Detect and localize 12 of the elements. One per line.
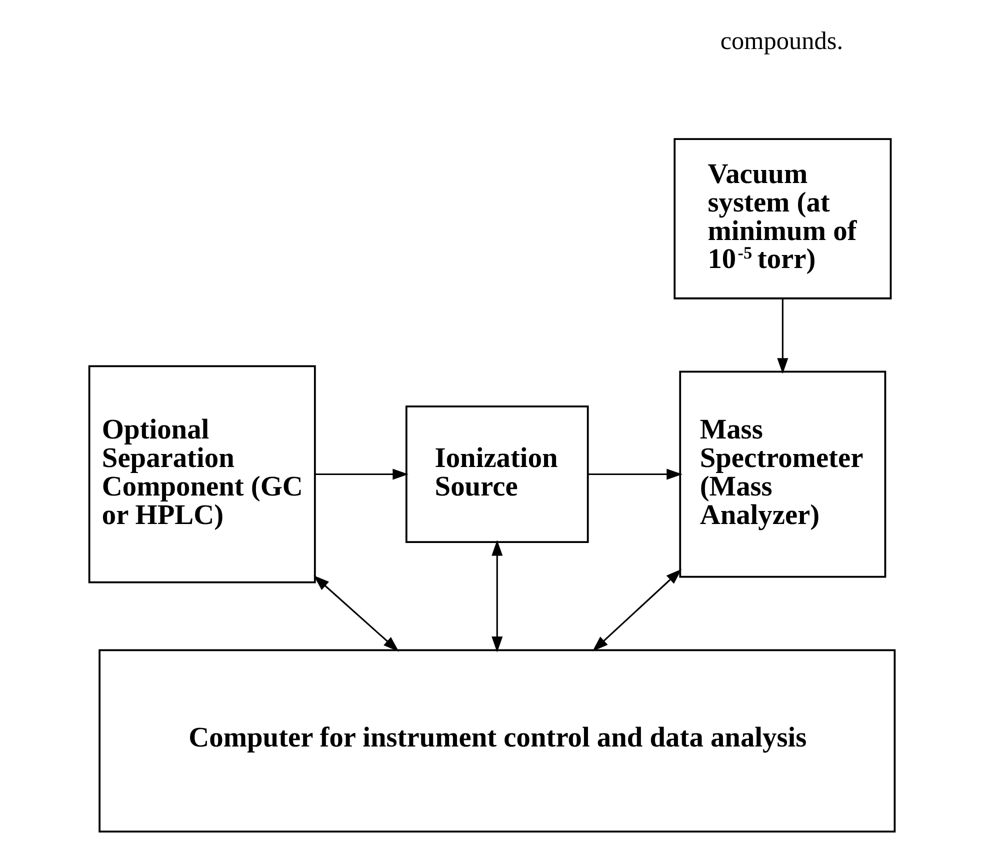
node-box: Ionization Source xyxy=(405,405,589,544)
arrow xyxy=(314,575,399,652)
arrow xyxy=(492,540,503,652)
arrow xyxy=(588,468,682,480)
arrow xyxy=(777,298,788,374)
node-box: Optional Separation Component (GC or HPLC) xyxy=(88,365,316,584)
label: compounds. xyxy=(720,28,844,55)
arrow xyxy=(592,568,682,652)
node-box: Computer for instrument control and data analysis xyxy=(98,649,896,833)
arrow xyxy=(315,468,408,480)
node-box: Mass Spectrometer (Mass Analyzer) xyxy=(679,370,886,578)
node-box: Vacuum system (at minimum of 10$^{-5}$ torr) xyxy=(674,138,892,300)
